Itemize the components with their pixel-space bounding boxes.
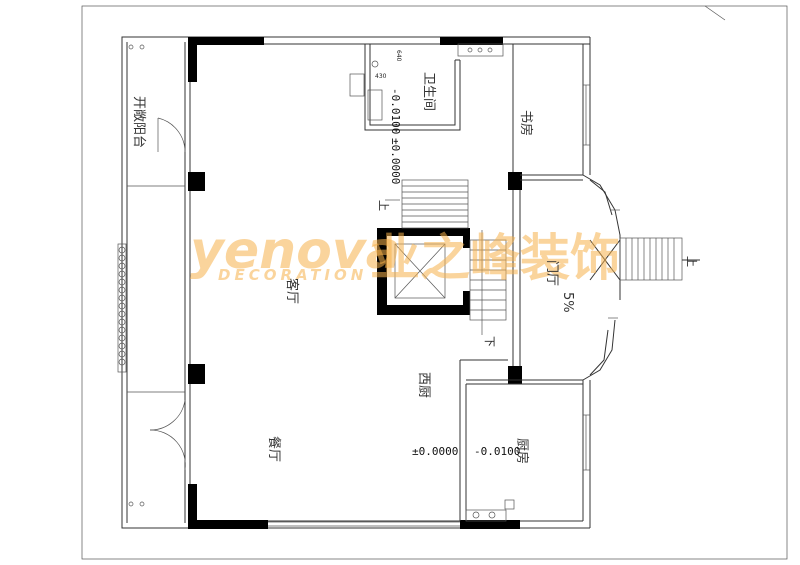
label-kitchen: 厨房 (514, 438, 530, 464)
stair-up-main: 上 (377, 200, 390, 211)
drawing-frame (81, 5, 788, 560)
level-hall: ±0.0000 (389, 138, 402, 184)
watermark-brand-cn: 业之峰装饰 (370, 229, 620, 287)
doors (127, 117, 186, 471)
structural-columns (188, 37, 522, 529)
dimension-640: 640 (395, 50, 402, 62)
balcony-railing (117, 243, 127, 373)
stair-down-main: 下 (483, 336, 496, 347)
label-living-room: 客厅 (284, 278, 300, 304)
level-dining: ±0.0000 (412, 445, 458, 458)
stair-up-entry: 上 (685, 256, 698, 267)
level-marks: -0.0100 ±0.0000 ±0.0000 -0.0100 (389, 88, 520, 458)
label-dining-room: 餐厅 (266, 436, 282, 462)
watermark: yenova DECORATION 业之峰装饰 (190, 221, 620, 287)
watermark-brand-latin: yenova (190, 221, 401, 281)
level-kitchen: -0.0100 (474, 445, 520, 458)
label-foyer: 门厅 (544, 260, 559, 286)
dimension-430: 430 (375, 73, 387, 80)
label-study: 书房 (518, 110, 534, 136)
slope-label: 5% (560, 292, 575, 313)
label-western-kitchen: 西厨 (416, 372, 431, 398)
label-open-balcony: 开敞阳台 (131, 96, 147, 148)
entry-stair (589, 237, 700, 281)
room-labels: 卫生间 书房 开敞阳台 客厅 门厅 西厨 餐厅 厨房 (131, 72, 559, 464)
label-bathroom: 卫生间 (421, 72, 436, 111)
watermark-brand-sub: DECORATION (218, 266, 367, 284)
frame-corner-mark (704, 5, 726, 21)
bathroom-walls (128, 43, 504, 507)
level-bathroom: -0.0100 (389, 88, 402, 134)
misc-labels: 上 下 上 5% 640 430 (375, 50, 698, 347)
bottom-window (268, 521, 460, 527)
interior-walls (459, 44, 590, 522)
main-stair (385, 179, 507, 335)
